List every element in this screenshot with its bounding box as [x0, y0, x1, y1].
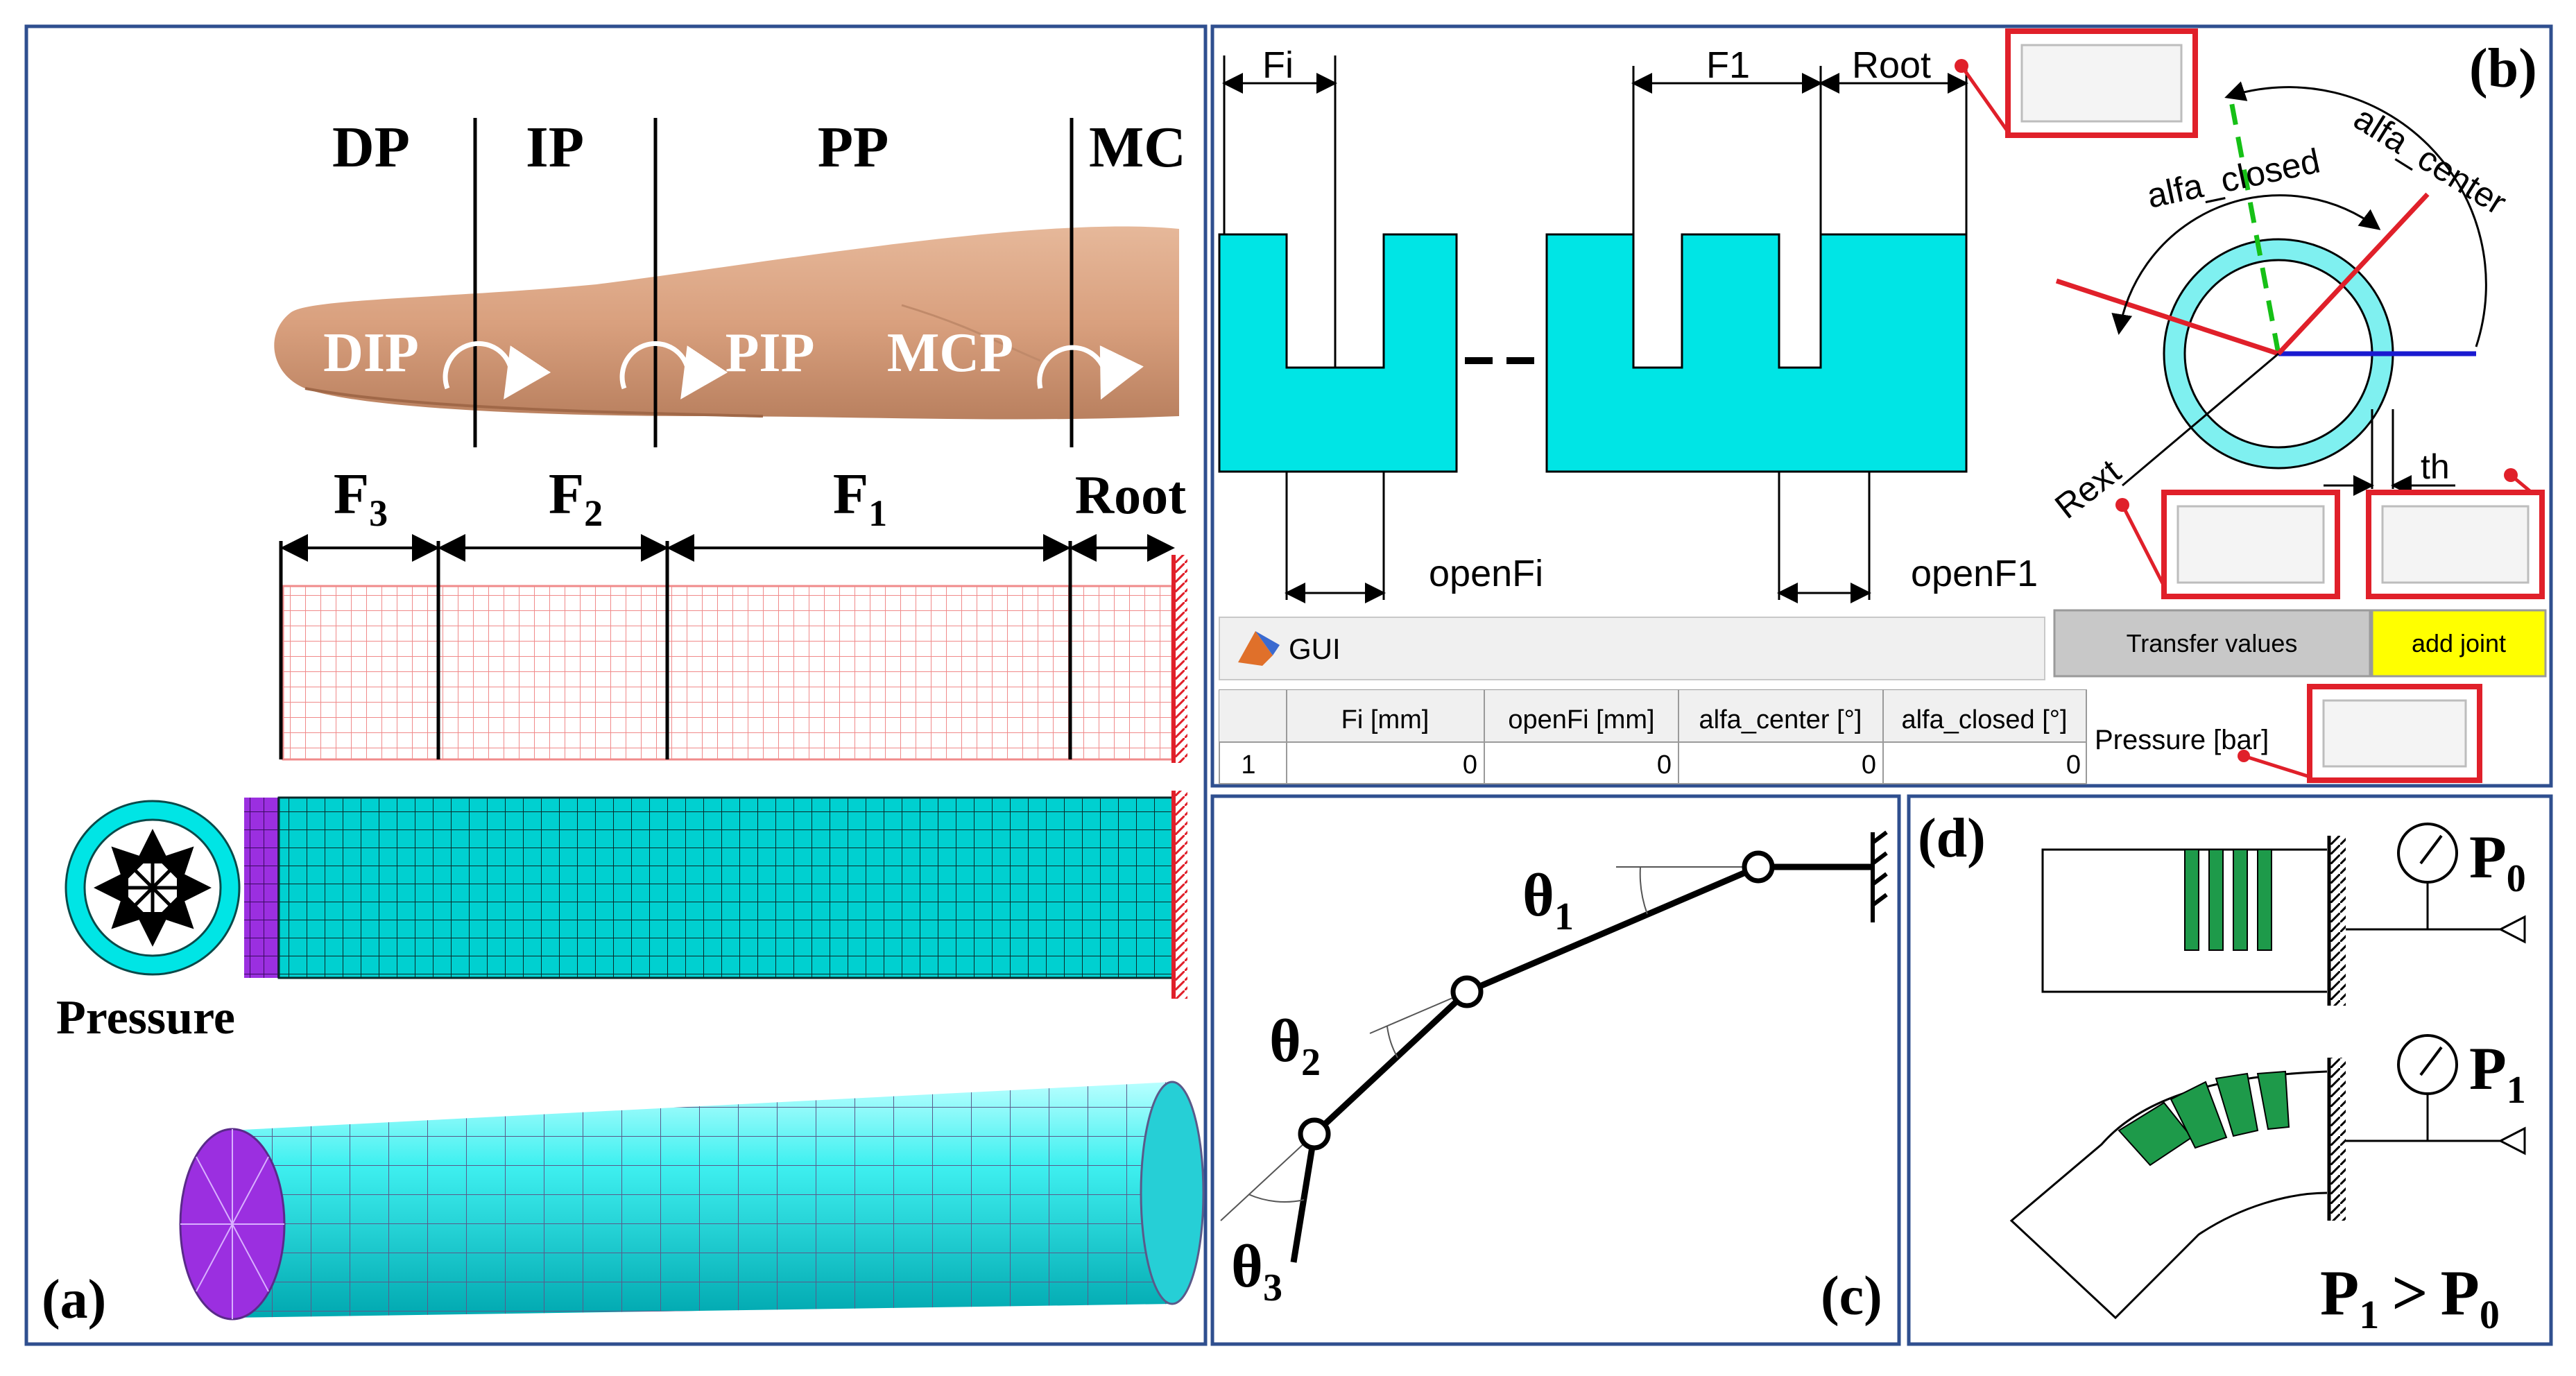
region-mc: MC — [1089, 115, 1186, 180]
joint-dip: DIP — [323, 322, 419, 384]
pressure-field-label: Pressure [bar] — [2095, 725, 2269, 755]
label-th: th — [2421, 447, 2450, 486]
gui-title: GUI — [1289, 633, 1341, 665]
joint-node — [1742, 850, 1775, 884]
dim-fi: Fi — [1262, 44, 1294, 86]
transfer-values-button[interactable] — [2053, 609, 2371, 678]
panel-d: P0 P1 P1>P0 (d) — [1907, 794, 2553, 1346]
region-dp: DP — [332, 115, 410, 180]
joint-mcp: MCP — [887, 322, 1013, 384]
dim-openf1: openF1 — [1911, 553, 2038, 594]
label-alfa-closed: alfa_closed — [2144, 141, 2324, 215]
dim-f1: F1 — [1706, 44, 1750, 86]
table-header: alfa_center [°] — [1699, 705, 1862, 734]
actuator-unpressurized — [2041, 823, 2526, 1006]
table-header: openFi [mm] — [1508, 705, 1654, 734]
table-header: alfa_closed [°] — [1901, 705, 2067, 734]
gui-titlebar — [1219, 617, 2045, 680]
pressure-relation: P1>P0 — [2320, 1257, 2500, 1337]
mesh-2d — [279, 541, 1187, 763]
rotation-arrow-icon — [443, 341, 551, 399]
joint-pip: PIP — [725, 322, 815, 384]
label-alfa-center: alfa_center — [2347, 98, 2513, 223]
mesh-cylinder-3d — [179, 1081, 1205, 1321]
angle-theta2: θ2 — [1269, 1008, 1321, 1084]
panel-d-frame — [1907, 794, 2553, 1346]
segment-f2: F2 — [549, 462, 603, 534]
actuator-profile-left — [1218, 233, 1458, 473]
angle-theta1: θ1 — [1522, 862, 1574, 938]
ring-diagram — [2055, 81, 2487, 496]
panel-d-label: (d) — [1918, 808, 1986, 869]
ground-hatch — [1871, 830, 1888, 922]
panel-b: Fi F1 Root openFi openF1 alfa_center alf… — [1210, 24, 2553, 788]
parameter-table — [1219, 689, 2087, 784]
table-row-index: 1 — [1241, 750, 1255, 780]
panel-c: θ1 θ2 θ3 (c) — [1210, 794, 1901, 1346]
add-joint-button[interactable] — [2371, 609, 2547, 678]
panel-c-frame — [1210, 794, 1901, 1346]
panel-b-label: (b) — [2469, 38, 2537, 99]
joint-node — [1450, 975, 1484, 1008]
rotation-arrow-icon — [619, 341, 728, 399]
matlab-icon — [1238, 631, 1280, 666]
segment-root: Root — [1075, 465, 1186, 525]
region-ip: IP — [526, 115, 584, 180]
mesh-tube — [244, 791, 1187, 999]
panel-a-label: (a) — [42, 1269, 106, 1330]
add-joint-label: add joint — [2412, 629, 2506, 657]
table-cell[interactable]: 0 — [1463, 750, 1477, 780]
rotation-arrow-icon — [1037, 345, 1144, 400]
panel-c-label: (c) — [1821, 1266, 1882, 1327]
segment-f3: F3 — [334, 462, 388, 534]
cross-section-ring — [65, 800, 241, 976]
label-rext: Rext — [2047, 452, 2128, 526]
region-pp: PP — [818, 115, 889, 180]
segment-f1: F1 — [833, 462, 887, 534]
actuator-pressurized — [2009, 1034, 2526, 1320]
pressure-label: Pressure — [56, 991, 235, 1044]
panel-b-frame — [1210, 24, 2553, 788]
finger-image — [274, 226, 1179, 420]
pressure-p0: P0 — [2469, 824, 2526, 900]
dim-root: Root — [1852, 44, 1931, 86]
transfer-values-label: Transfer values — [2127, 629, 2298, 657]
joint-node — [1298, 1117, 1331, 1151]
dim-openfi: openFi — [1429, 553, 1543, 594]
panel-a: DP IP PP MC DIP PIP MCP F3 F2 F1 Root — [24, 24, 1208, 1346]
table-cell[interactable]: 0 — [2066, 750, 2081, 780]
actuator-profile-right — [1545, 233, 1968, 473]
table-cell[interactable]: 0 — [1657, 750, 1672, 780]
pressure-p1: P1 — [2469, 1035, 2526, 1112]
table-header: Fi [mm] — [1341, 705, 1429, 734]
table-cell[interactable]: 0 — [1862, 750, 1876, 780]
angle-theta3: θ3 — [1231, 1233, 1282, 1309]
panel-a-frame — [24, 24, 1208, 1346]
